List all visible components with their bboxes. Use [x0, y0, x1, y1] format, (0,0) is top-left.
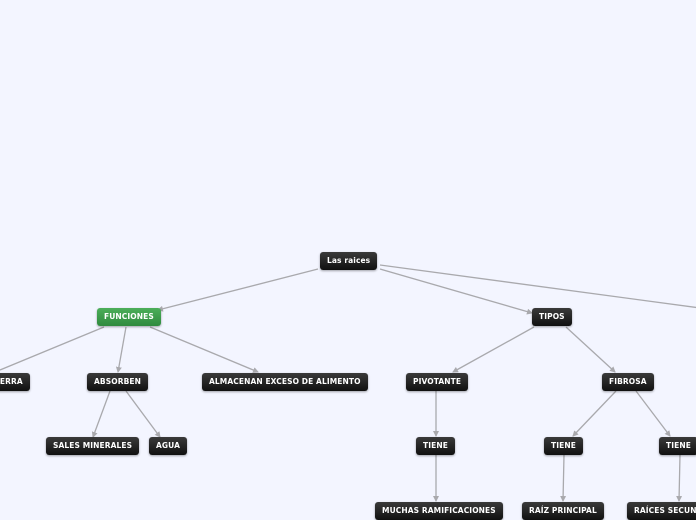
node-fibrosa[interactable]: FIBROSA [602, 373, 654, 391]
node-sales-minerales[interactable]: SALES MINERALES [46, 437, 140, 455]
node-tiene-fibrosa-1[interactable]: TIENE [544, 437, 583, 455]
node-absorben[interactable]: ABSORBEN [87, 373, 148, 391]
edge-funciones-almacenan [149, 326, 259, 373]
node-tipos[interactable]: TIPOS [532, 308, 572, 326]
edge-tiene-raiz-principal [560, 454, 567, 502]
edge-fibrosa-tiene-2 [572, 390, 617, 437]
edge-root-funciones [157, 268, 319, 312]
edge-tipos-pivotante [452, 326, 535, 373]
edge-funciones-fija [0, 326, 105, 371]
edge-absorben-sales [91, 390, 111, 438]
edge-root-offscreen [379, 264, 696, 309]
node-tiene-pivotante[interactable]: TIENE [416, 437, 455, 455]
node-raiz-principal[interactable]: RAÍZ PRINCIPAL [522, 502, 604, 520]
edge-funciones-absorben [115, 326, 127, 373]
edge-root-tipos [379, 268, 533, 315]
node-tiene-fibrosa-2[interactable]: TIENE [659, 437, 696, 455]
node-muchas-ramificaciones[interactable]: MUCHAS RAMIFICACIONES [375, 502, 503, 520]
edge-tiene-raices-secundarias [676, 454, 683, 502]
node-almacenan[interactable]: ALMACENAN EXCESO DE ALIMENTO [202, 373, 368, 391]
node-pivotante[interactable]: PIVOTANTE [406, 373, 469, 391]
node-funciones[interactable]: FUNCIONES [97, 308, 161, 326]
node-agua[interactable]: AGUA [149, 437, 188, 455]
edge-fibrosa-tiene-3 [635, 390, 671, 437]
node-fija-tierra[interactable]: IERRA [0, 373, 30, 391]
node-raices-secundarias[interactable]: RAÍCES SECUND [627, 502, 696, 520]
edge-tipos-fibrosa [565, 326, 616, 373]
node-root[interactable]: Las raices [320, 252, 378, 270]
edge-absorben-agua [125, 390, 161, 438]
